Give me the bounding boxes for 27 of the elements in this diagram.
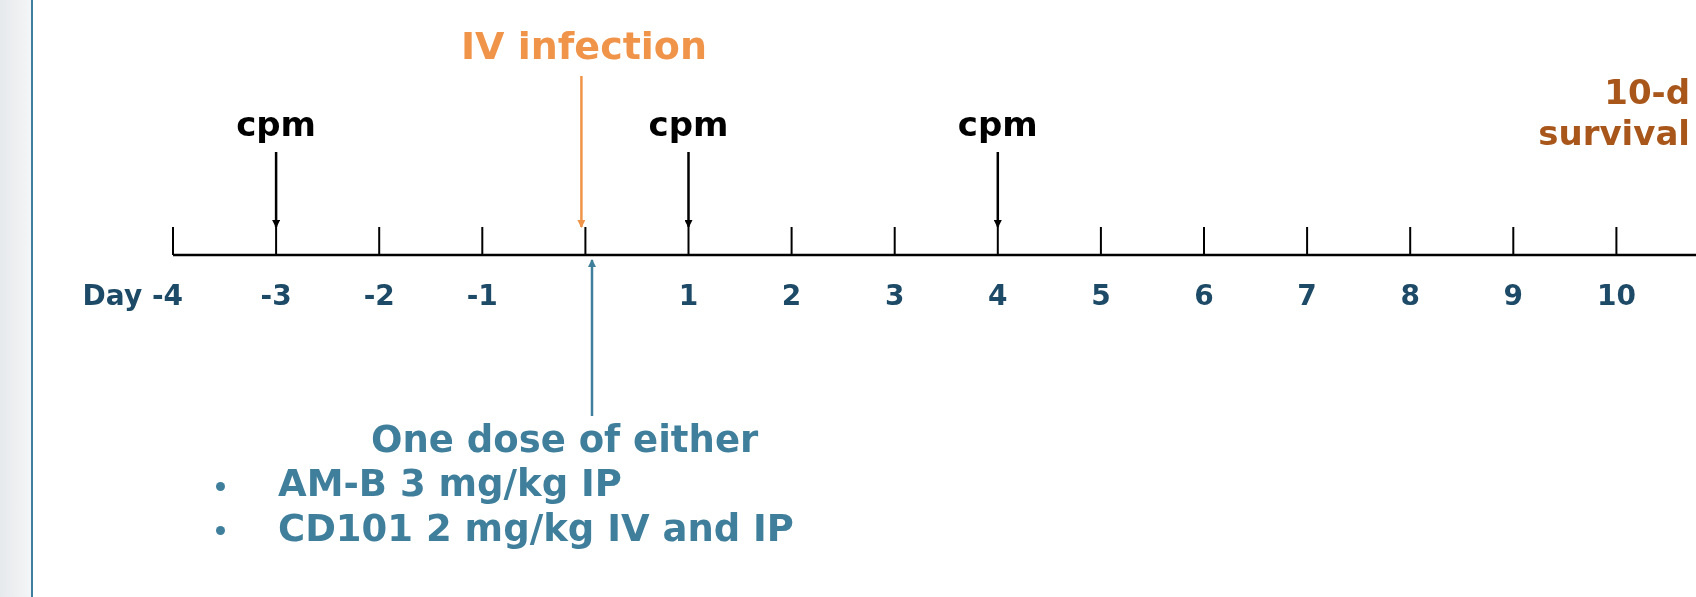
day-label: 7 xyxy=(1297,279,1317,312)
event-label: cpm xyxy=(628,104,749,145)
day-label: -2 xyxy=(363,279,395,312)
day-label: 5 xyxy=(1091,279,1111,312)
day-label: Day -4 xyxy=(82,279,183,312)
arrow xyxy=(684,152,693,228)
list-item: AM-B 3 mg/kg IP xyxy=(216,462,896,507)
day-label: 4 xyxy=(988,279,1008,312)
day-label: 9 xyxy=(1503,279,1524,312)
arrow xyxy=(993,152,1002,228)
endpoint-label: 10-d survival xyxy=(1500,72,1690,154)
day-label: -3 xyxy=(260,279,292,312)
day-label: -1 xyxy=(466,279,498,312)
event-label: cpm xyxy=(937,104,1058,145)
arrow xyxy=(588,259,596,416)
event-label: cpm xyxy=(216,104,337,145)
day-label: 2 xyxy=(781,279,802,312)
list-item: CD101 2 mg/kg IV and IP xyxy=(216,506,896,552)
day-label: 10 xyxy=(1596,279,1636,312)
arrow xyxy=(272,152,281,228)
heading: One dose of either xyxy=(370,418,760,463)
day-label: 8 xyxy=(1400,279,1420,312)
event-label: IV infection xyxy=(444,24,724,70)
day-label: 3 xyxy=(884,279,905,312)
day-label: 6 xyxy=(1194,279,1214,312)
arrow xyxy=(577,76,586,228)
day-label: 1 xyxy=(678,279,699,312)
